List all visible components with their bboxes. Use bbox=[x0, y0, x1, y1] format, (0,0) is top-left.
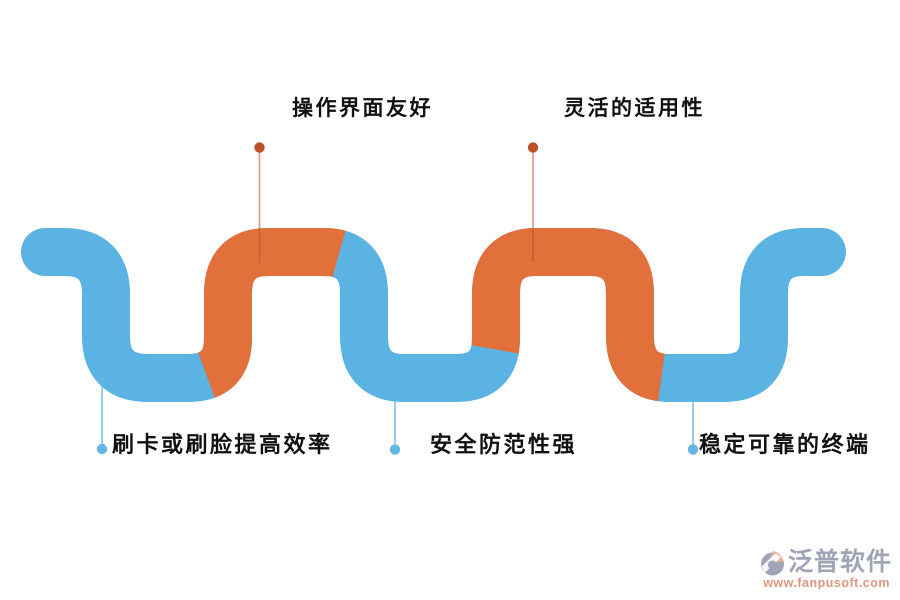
connector-dot-bottom-1 bbox=[96, 443, 108, 455]
connector-dot-bottom-3 bbox=[687, 444, 699, 455]
connector-dot-top-2 bbox=[527, 142, 539, 153]
feature-label-bottom-2: 安全防范性强 bbox=[430, 432, 578, 457]
connector-dot-bottom-2 bbox=[389, 444, 401, 455]
fanpu-logo-icon bbox=[760, 551, 784, 576]
feature-label-top-1: 操作界面友好 bbox=[292, 97, 433, 120]
feature-label-top-2: 灵活的适用性 bbox=[564, 97, 705, 120]
feature-label-bottom-3: 稳定可靠的终端 bbox=[699, 432, 871, 457]
watermark-url: www.fanpusoft.com bbox=[763, 576, 890, 590]
feature-label-bottom-1: 刷卡或刷脸提高效率 bbox=[112, 432, 333, 457]
watermark-logo: 泛普软件 www.fanpusoft.com bbox=[760, 548, 892, 590]
watermark-brand: 泛普软件 bbox=[787, 548, 892, 577]
wave-ribbon-blue bbox=[21, 228, 846, 402]
connector-dot-top-1 bbox=[254, 142, 265, 153]
